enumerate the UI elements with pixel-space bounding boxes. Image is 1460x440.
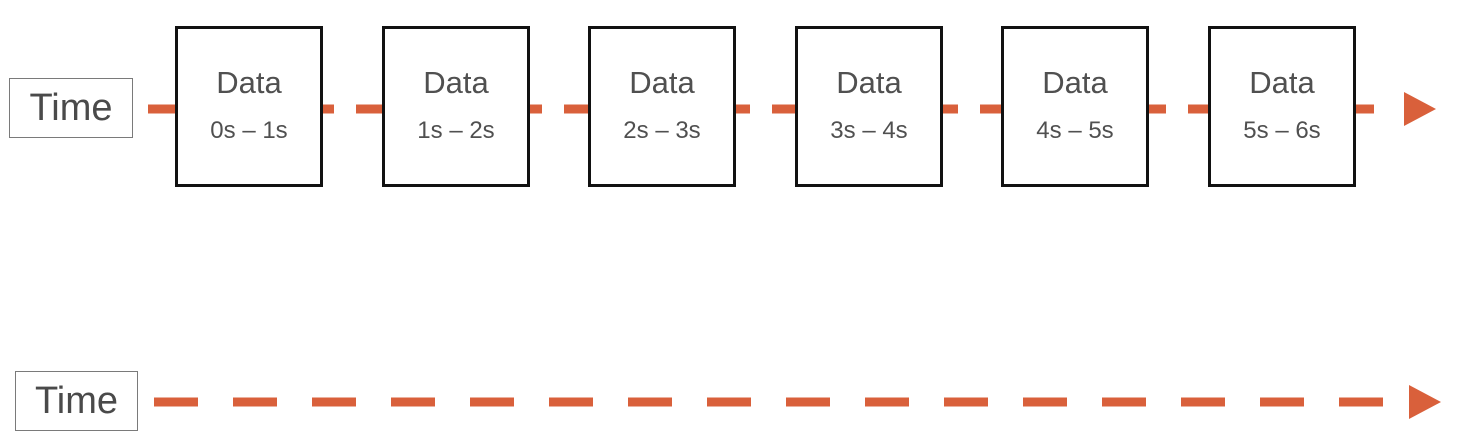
- timeline-2-time-label: Time: [15, 371, 138, 431]
- data-block-range: 2s – 3s: [623, 117, 701, 144]
- data-block-range: 0s – 1s: [210, 117, 288, 144]
- data-block-title: Data: [1249, 65, 1315, 100]
- data-block-title: Data: [216, 65, 282, 100]
- data-block-0s-1s: Data 0s – 1s: [175, 26, 323, 187]
- data-block-5s-6s: Data 5s – 6s: [1208, 26, 1356, 187]
- timeline-1-arrowhead: [1404, 92, 1436, 126]
- data-block-title: Data: [1042, 65, 1108, 100]
- data-block-4s-5s: Data 4s – 5s: [1001, 26, 1149, 187]
- data-block-3s-4s: Data 3s – 4s: [795, 26, 943, 187]
- data-block-range: 4s – 5s: [1036, 117, 1114, 144]
- timeline-2-arrowhead: [1409, 385, 1441, 419]
- data-block-title: Data: [629, 65, 695, 100]
- data-block-range: 3s – 4s: [830, 117, 908, 144]
- data-block-range: 1s – 2s: [417, 117, 495, 144]
- data-block-range: 5s – 6s: [1243, 117, 1321, 144]
- data-block-2s-3s: Data 2s – 3s: [588, 26, 736, 187]
- data-block-title: Data: [423, 65, 489, 100]
- data-block-title: Data: [836, 65, 902, 100]
- timeline-1-time-label: Time: [9, 78, 133, 138]
- data-block-1s-2s: Data 1s – 2s: [382, 26, 530, 187]
